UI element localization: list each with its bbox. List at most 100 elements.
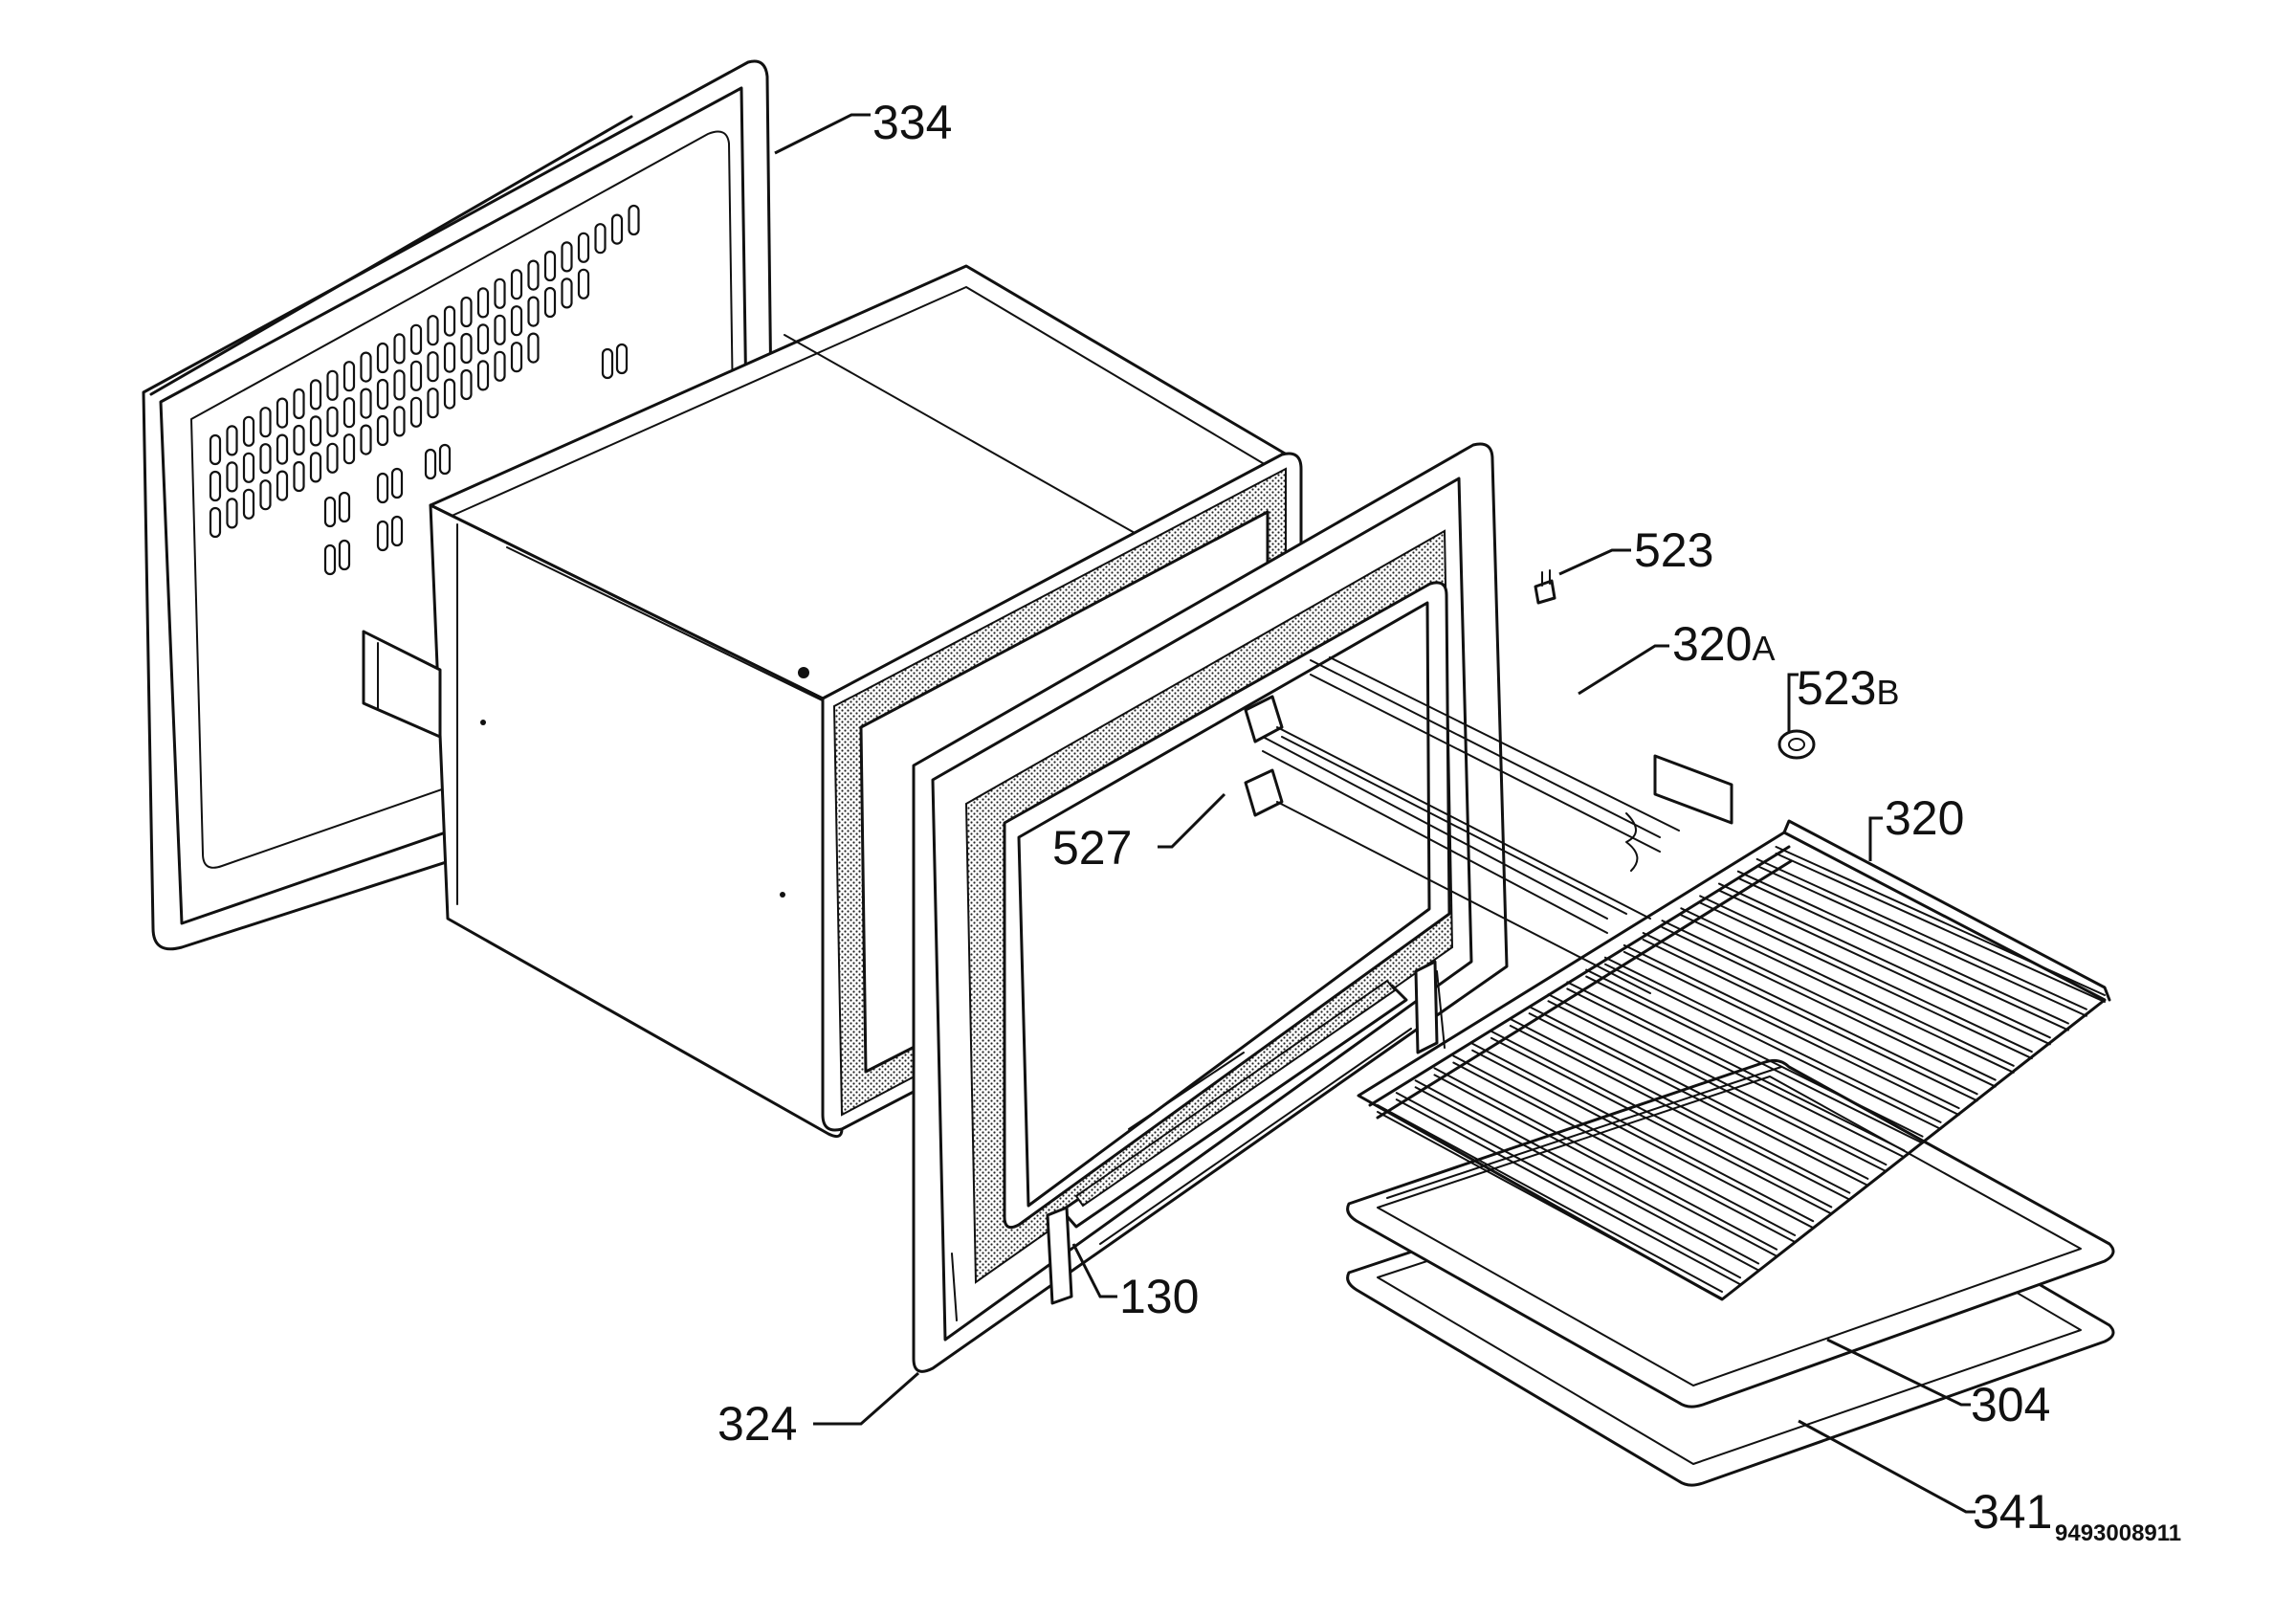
shelf-rod [1623, 950, 1960, 1117]
vent-slot [443, 378, 456, 410]
callout-label-334: 334 [872, 96, 952, 149]
vent-slot [443, 342, 456, 373]
shelf-rod [1680, 914, 2015, 1074]
vent-slot [409, 360, 423, 391]
vent-slot [527, 296, 540, 327]
vent-slot [242, 488, 255, 520]
document-number: 9493008911 [2055, 1520, 2181, 1546]
vent-slot [494, 314, 506, 345]
shelf-rod [1377, 1104, 1723, 1293]
vent-slot [510, 269, 523, 300]
vent-slot [259, 443, 272, 475]
vent-slot [309, 379, 322, 410]
shelf-rod [1528, 1006, 1869, 1180]
callout-320: 320 [1868, 791, 1964, 861]
callout-label-324: 324 [718, 1397, 797, 1451]
vent-slot [476, 287, 490, 319]
vent-slot [628, 204, 640, 236]
vent-slot [309, 415, 322, 447]
shelf-rod [1736, 876, 2069, 1031]
shelf-rod [1452, 1054, 1797, 1236]
vent-slot [594, 223, 607, 255]
shelf-rod [1661, 920, 1997, 1081]
callout-label-523: 523 [1634, 523, 1713, 577]
shelf-rod [1452, 1061, 1797, 1243]
callout-523b: 523B [1787, 661, 1899, 732]
vent-slot [209, 433, 222, 466]
callout-130: 130 [1071, 1243, 1199, 1323]
vent-slot [438, 443, 452, 476]
vent-slot [543, 286, 557, 319]
shelf-rod [1718, 889, 2051, 1046]
vent-slot [326, 442, 339, 474]
vent-slot [543, 250, 557, 282]
vent-slot [360, 424, 372, 455]
vent-slot [393, 406, 406, 437]
vent-slot [226, 425, 238, 456]
vent-slot [427, 388, 439, 419]
shelf-rod [1509, 1025, 1851, 1201]
shelf-rod [1433, 1074, 1778, 1257]
shelf-rod [1775, 853, 2106, 1003]
grommet-523b [1777, 729, 1816, 760]
vent-slot [460, 296, 473, 328]
shelf-rod [1377, 1111, 1723, 1299]
callout-label-523b-suffix: B [1876, 673, 1899, 712]
shelf-rod [1680, 907, 2015, 1067]
vent-slot [460, 368, 473, 401]
shelf-rod [1585, 975, 1924, 1144]
vent-slot [393, 369, 406, 401]
shelf-rod [1528, 1012, 1869, 1187]
vent-slot [376, 520, 389, 552]
callout-label-320a-number: 320 [1672, 617, 1752, 671]
vent-slot [376, 342, 389, 374]
vent-slot [615, 343, 629, 375]
callout-341: 341 [1798, 1419, 2052, 1539]
callout-label-523b-number: 523 [1797, 661, 1876, 715]
vent-slot [610, 213, 624, 245]
vent-slot [510, 342, 523, 373]
shelf-rod [1414, 1079, 1760, 1265]
vent-slot [393, 333, 406, 365]
vent-slot [427, 315, 439, 346]
vent-slot [577, 268, 590, 299]
vent-slot [209, 506, 222, 539]
shelf-rod [1395, 1092, 1742, 1279]
vent-slot [226, 498, 238, 529]
rear-panel-vent-slots [209, 204, 640, 576]
callout-304: 304 [1826, 1338, 2050, 1431]
vent-slot [527, 332, 540, 364]
callout-label-320: 320 [1885, 791, 1964, 845]
vent-slot [460, 332, 473, 365]
vent-slot [326, 369, 339, 401]
vent-slot [360, 351, 372, 383]
vent-slot [527, 259, 540, 291]
callout-label-320a-suffix: A [1752, 629, 1775, 668]
callout-320a: 320A [1578, 617, 1775, 696]
vent-slot [323, 543, 337, 576]
callout-527: 527 [1052, 792, 1226, 875]
vent-slot [209, 470, 222, 502]
vent-slot [510, 305, 523, 337]
callout-label-341: 341 [1973, 1485, 2052, 1539]
callout-523: 523 [1558, 523, 1713, 577]
wire-shelf-rods [1377, 846, 2106, 1299]
vent-slot [376, 414, 389, 447]
vent-slot [494, 277, 506, 309]
shelf-rod [1566, 987, 1906, 1159]
callout-label-130: 130 [1119, 1270, 1199, 1323]
shelf-rod [1718, 882, 2051, 1039]
vent-slot [376, 378, 389, 410]
shelf-rod [1623, 943, 1960, 1110]
shelf-rod [1471, 1042, 1815, 1223]
shelf-rod [1699, 901, 2033, 1060]
callout-324: 324 [718, 1371, 919, 1451]
vent-slot [494, 350, 506, 382]
shelf-rod [1547, 1000, 1888, 1173]
vent-slot [577, 232, 590, 263]
vent-slot [342, 433, 356, 465]
vent-slot [259, 479, 272, 511]
screw-523 [1534, 569, 1556, 605]
